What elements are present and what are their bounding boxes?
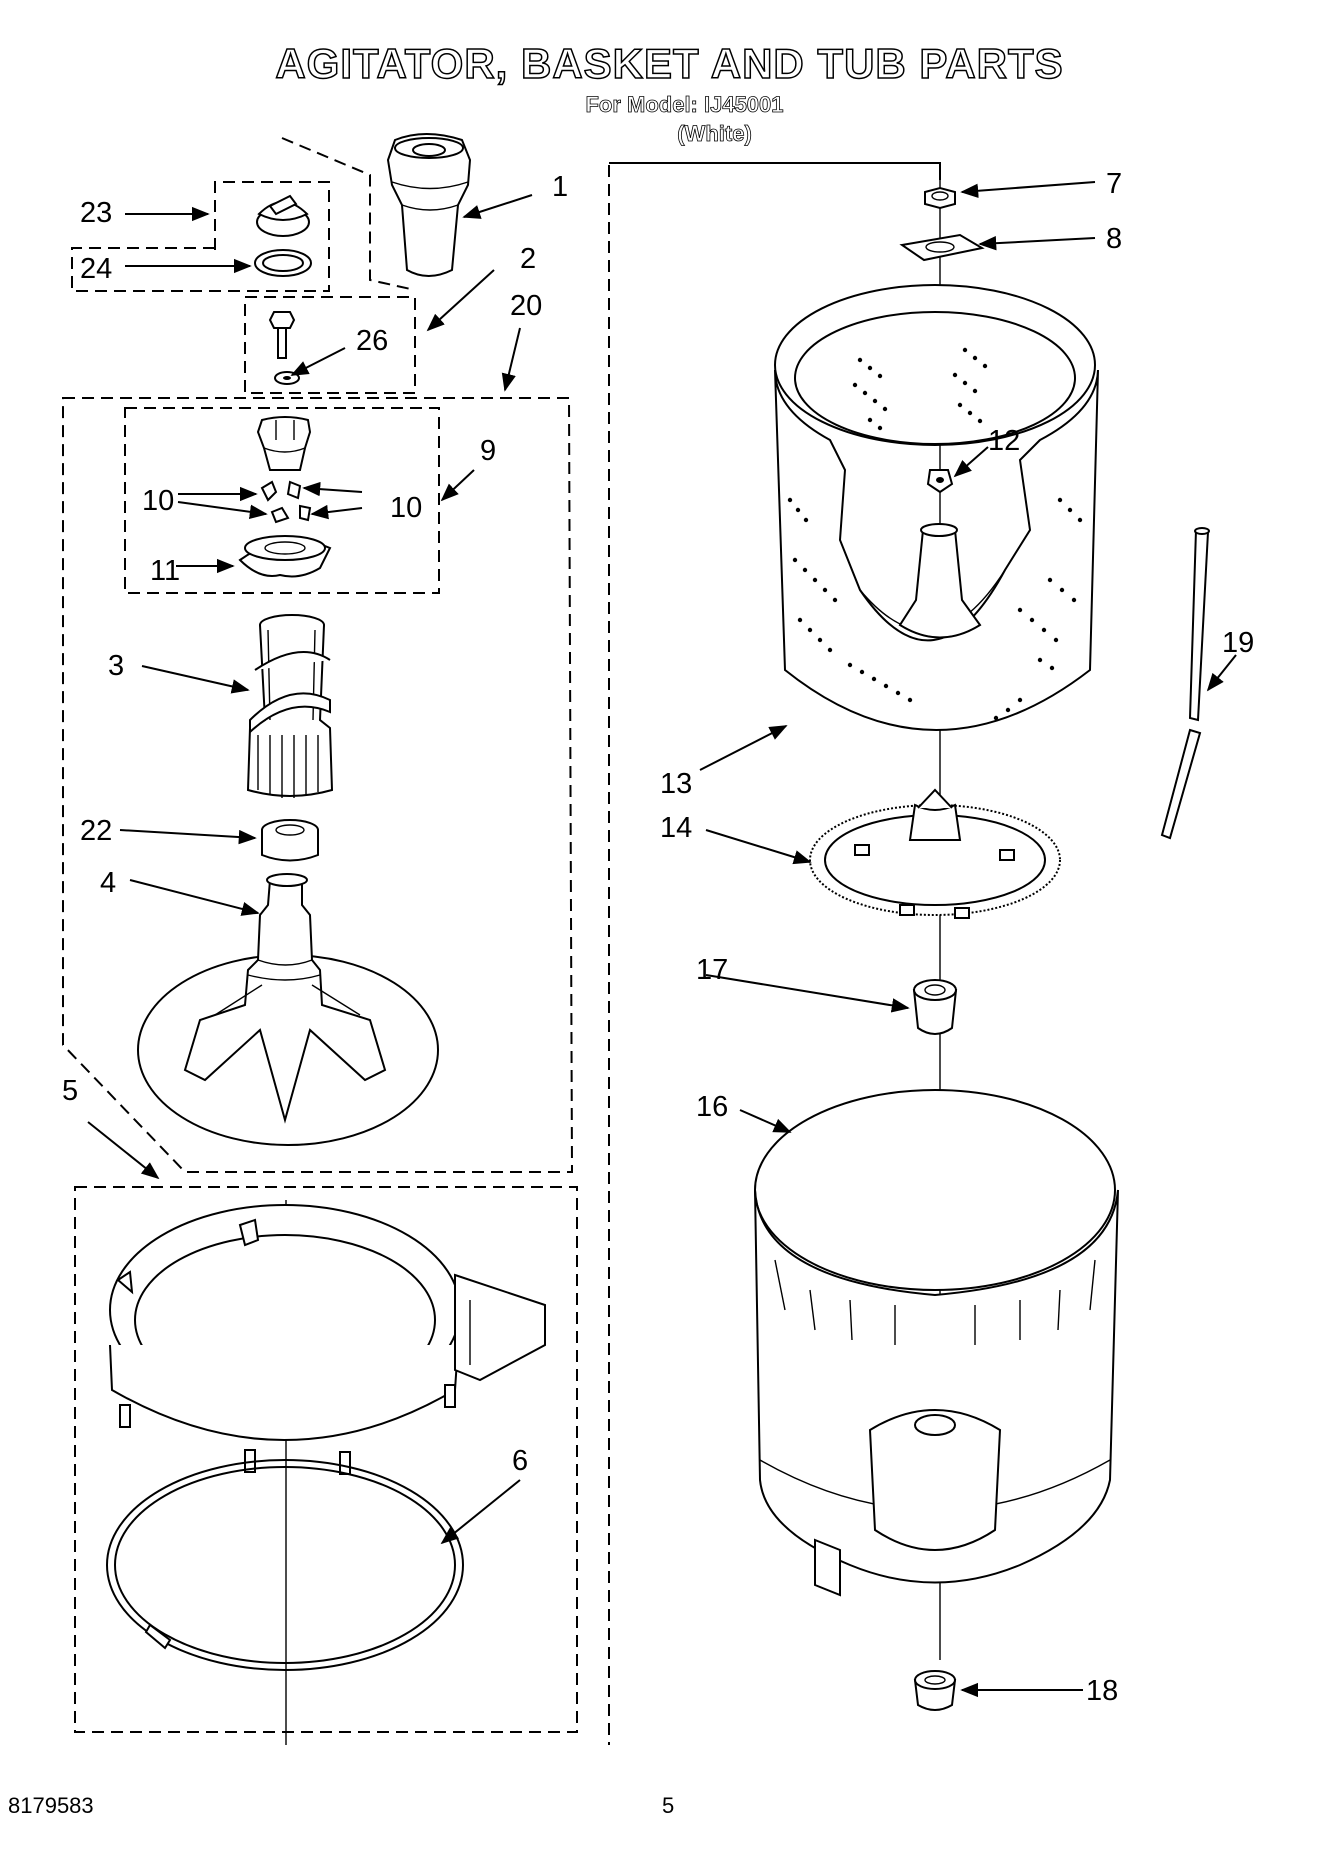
part-13-basket: [774, 284, 1099, 731]
part-5-tub-ring: [109, 1204, 546, 1475]
dashed-box-9: [124, 407, 440, 594]
color-line: (White): [677, 121, 752, 147]
part-26-bolt: [268, 311, 300, 385]
callout-11: 11: [150, 555, 180, 587]
part-18-fitting: [913, 1670, 957, 1711]
callout-22: 22: [80, 815, 112, 847]
callout-4: 4: [100, 867, 116, 899]
part-7-clip: [924, 186, 956, 210]
callout-16: 16: [696, 1091, 728, 1123]
callout-2: 2: [520, 243, 536, 275]
dashed-box-5: [74, 1186, 578, 1733]
part-1-dispenser-cup: [386, 133, 472, 277]
part-16-outer-tub: [754, 1089, 1119, 1597]
callout-1: 1: [552, 171, 568, 203]
page-title: AGITATOR, BASKET AND TUB PARTS: [275, 39, 1064, 88]
callout-9: 9: [480, 435, 496, 467]
callout-26: 26: [356, 325, 388, 357]
callout-7: 7: [1106, 168, 1122, 200]
callout-24: 24: [80, 253, 112, 285]
callout-20: 20: [510, 290, 542, 322]
callout-19: 19: [1222, 627, 1254, 659]
callout-13: 13: [660, 768, 692, 800]
callout-labels: 1 2 20 23 24 26 9 10 10 11 3 22 4 5 6 7 …: [62, 168, 1254, 1707]
callout-3: 3: [108, 650, 124, 682]
page-number: 5: [662, 1793, 675, 1818]
callout-14: 14: [660, 812, 692, 844]
callout-12: 12: [988, 425, 1020, 457]
dashed-link-cup: [281, 137, 416, 291]
dashed-box-23-24: [71, 181, 330, 292]
model-line: For Model: IJ45001: [585, 92, 784, 118]
part-3-barrel: [246, 614, 334, 798]
callout-10-right: 10: [390, 492, 422, 524]
part-17-coupling: [912, 979, 958, 1035]
document-number: 8179583: [8, 1793, 94, 1818]
part-23-cap: [256, 194, 310, 237]
part-9-cam: [256, 416, 312, 471]
part-8-plate: [899, 233, 985, 262]
part-24-ring: [254, 249, 312, 277]
part-11-base: [238, 535, 332, 578]
part-14-seal: [809, 788, 1061, 919]
callout-23: 23: [80, 197, 112, 229]
part-10-dogs: [260, 480, 312, 524]
dashed-box-26: [244, 296, 416, 394]
group-outlines: [62, 137, 941, 1745]
dashed-box-20: [62, 397, 574, 1173]
callout-6: 6: [512, 1445, 528, 1477]
bracket-top: [609, 162, 941, 180]
part-6-clamp-ring: [106, 1459, 464, 1671]
callout-17: 17: [696, 954, 728, 986]
callout-18: 18: [1086, 1675, 1118, 1707]
callout-10-left: 10: [142, 485, 174, 517]
part-22-collar: [261, 819, 319, 862]
part-19-hose: [1160, 527, 1210, 840]
part-4-agitator-base: [137, 873, 439, 1146]
callout-5: 5: [62, 1075, 78, 1107]
leader-lines: [87, 181, 1237, 1698]
callout-8: 8: [1106, 223, 1122, 255]
